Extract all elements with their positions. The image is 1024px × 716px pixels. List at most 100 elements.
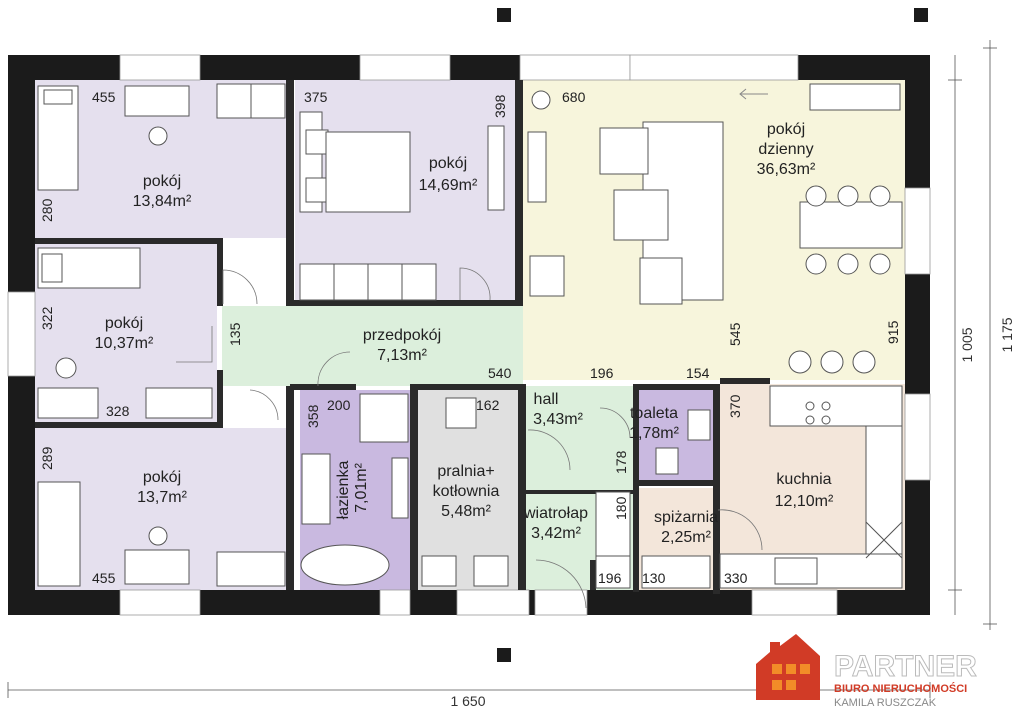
coffee-table — [613, 189, 669, 241]
dim-label: 540 — [488, 365, 512, 381]
room-label-living-2: dzienny — [758, 141, 813, 158]
room-area-pokoj-nw: 13,84m² — [133, 193, 192, 210]
tv-stand — [487, 125, 505, 211]
fridge — [865, 521, 903, 559]
corner-marker — [914, 8, 928, 22]
door-swing — [527, 429, 571, 471]
dim-label: 289 — [39, 446, 55, 470]
door-swing — [176, 326, 213, 363]
window — [119, 589, 201, 616]
door-swing — [222, 269, 258, 305]
entrance-door — [534, 589, 588, 616]
chair — [148, 526, 168, 546]
logo-owner: KAMILA RUSZCZAK — [834, 697, 937, 709]
bar-stool — [820, 350, 844, 374]
dim-label: 196 — [590, 365, 614, 381]
interior-wall — [290, 300, 523, 306]
boiler — [445, 397, 477, 429]
window — [119, 54, 201, 81]
cabinet — [809, 83, 901, 111]
window — [904, 187, 931, 275]
room-area-pokoj-w: 10,37m² — [95, 335, 154, 352]
exterior-wall-east — [905, 55, 930, 615]
toilet — [391, 457, 409, 519]
interior-wall — [290, 384, 356, 390]
room-label-kuchnia: kuchnia — [776, 471, 831, 488]
interior-wall — [633, 384, 639, 592]
room-label-pralnia: pralnia+ — [437, 463, 494, 480]
door-swing — [535, 559, 587, 609]
room-area-przedpokoj: 7,13m² — [377, 347, 427, 364]
room-label-pokoj-nw: pokój — [143, 173, 181, 190]
stove-burner — [821, 401, 831, 411]
room-label-pralnia-2: kotłownia — [433, 483, 500, 500]
room-area-lazienka: 7,01m² — [353, 462, 370, 512]
room-label-wiatrolap: wiatrołap — [523, 505, 588, 522]
kitchen-counter — [769, 385, 903, 427]
room-floor-hall — [523, 386, 633, 490]
room-label-toaleta: toaleta — [630, 405, 678, 422]
dim-label: 328 — [106, 403, 130, 419]
washing-machine — [421, 555, 457, 587]
outer-width-label: 1 650 — [450, 693, 485, 709]
armchair — [639, 257, 683, 305]
shelf — [641, 555, 711, 589]
bar-stool — [788, 350, 812, 374]
dim-label: 455 — [92, 89, 116, 105]
interior-wall — [713, 384, 720, 594]
door-swing — [459, 267, 491, 301]
room-area-pokoj-sw: 13,7m² — [137, 489, 187, 506]
window — [7, 291, 36, 377]
dim-label: 545 — [727, 322, 743, 346]
stove-burner — [805, 415, 815, 425]
wardrobe — [216, 551, 286, 587]
chair — [869, 253, 891, 275]
window — [629, 54, 799, 81]
bar-stool — [852, 350, 876, 374]
bathtub — [300, 544, 390, 586]
dining-table — [799, 201, 903, 249]
dim-label: 200 — [327, 397, 351, 413]
nightstand — [305, 177, 329, 203]
door-swing — [717, 509, 763, 551]
chair — [805, 253, 827, 275]
room-label-spizarnia: spiżarnia — [654, 509, 718, 526]
interior-wall — [286, 386, 294, 590]
dim-label: 135 — [227, 322, 243, 346]
logo-brand: PARTNER — [834, 650, 977, 683]
dim-label: 130 — [642, 570, 666, 586]
window — [456, 589, 530, 616]
interior-wall — [525, 490, 633, 494]
corner-marker — [497, 648, 511, 662]
room-area-pralnia: 5,48m² — [441, 503, 491, 520]
room-area-toaleta: 1,78m² — [629, 425, 679, 442]
interior-wall — [410, 384, 418, 590]
desk — [124, 85, 190, 117]
interior-wall — [590, 560, 596, 590]
plant — [531, 90, 551, 110]
interior-wall — [515, 80, 523, 302]
room-label-pokoj-sw: pokój — [143, 469, 181, 486]
window — [904, 393, 931, 481]
room-area-kuchnia: 12,10m² — [775, 493, 834, 510]
room-label-pokoj-w: pokój — [105, 315, 143, 332]
cabinet — [595, 555, 631, 589]
window — [751, 589, 838, 616]
interior-wall — [35, 422, 223, 428]
window — [379, 589, 411, 616]
room-area-pokoj-mid: 14,69m² — [419, 177, 478, 194]
interior-wall — [217, 370, 223, 428]
desk — [37, 387, 99, 419]
room-label-living: pokój — [767, 121, 805, 138]
room-floor-przedpokoj — [222, 306, 523, 386]
interior-wall — [410, 384, 525, 390]
outer-height-outer-label: 1 175 — [999, 317, 1015, 352]
dim-label: 455 — [92, 570, 116, 586]
corner-marker — [497, 8, 511, 22]
door-swing — [317, 351, 351, 387]
dim-label: 370 — [727, 394, 743, 418]
bed — [37, 481, 81, 587]
sink — [473, 555, 509, 587]
fireplace — [529, 255, 565, 297]
